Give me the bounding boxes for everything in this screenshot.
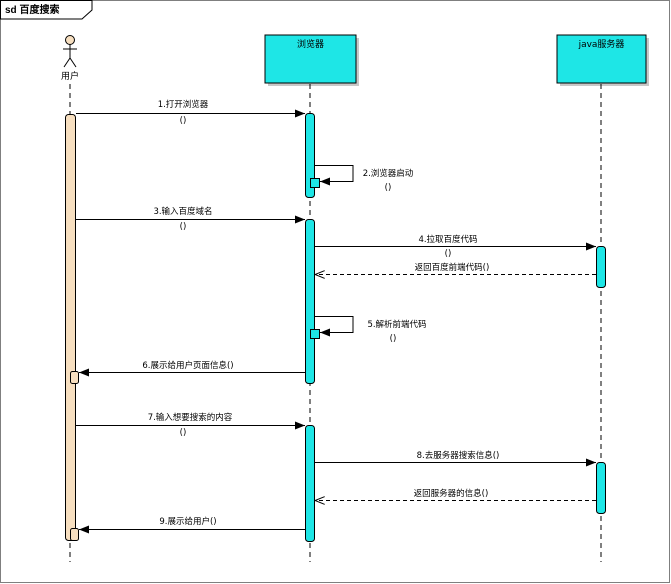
message-7-label: 7.输入想要搜索的内容 bbox=[148, 412, 233, 423]
object-browser[interactable]: 浏览器 bbox=[264, 34, 359, 86]
message-1[interactable]: 1.打开浏览器 () bbox=[76, 99, 305, 126]
message-5[interactable]: 5.解析前端代码 () bbox=[315, 316, 427, 345]
message-1-args: () bbox=[180, 116, 187, 126]
message-return-1-label: 返回百度前端代码() bbox=[415, 262, 490, 273]
object-browser-box bbox=[264, 34, 357, 84]
frame-title: sd 百度搜索 bbox=[5, 3, 59, 16]
activation-user-return-2 bbox=[70, 528, 79, 541]
actor-name: 用户 bbox=[61, 70, 79, 82]
message-8-label: 8.去服务器搜索信息() bbox=[417, 450, 500, 461]
object-browser-name: 浏览器 bbox=[297, 38, 324, 50]
actor-right-leg-icon bbox=[69, 57, 77, 68]
message-3-args: () bbox=[180, 222, 187, 232]
activation-browser-2 bbox=[305, 219, 315, 384]
activation-user-return-1 bbox=[70, 371, 79, 384]
activation-server-2 bbox=[596, 462, 606, 514]
message-9[interactable]: 9.展示给用户() bbox=[79, 516, 305, 534]
message-2-arrow bbox=[315, 165, 354, 186]
activation-browser-3 bbox=[305, 425, 315, 542]
message-3[interactable]: 3.输入百度域名 () bbox=[76, 206, 305, 232]
message-8[interactable]: 8.去服务器搜索信息() bbox=[315, 450, 596, 467]
actor-left-leg-icon bbox=[63, 57, 71, 68]
actor-head-icon bbox=[65, 35, 75, 45]
activation-user bbox=[65, 114, 76, 541]
message-3-label: 3.输入百度域名 bbox=[153, 206, 212, 217]
message-return-1[interactable]: 返回百度前端代码() bbox=[315, 262, 596, 275]
object-server-name: java服务器 bbox=[578, 38, 625, 50]
message-2-args: () bbox=[385, 183, 392, 193]
message-4[interactable]: 4.拉取百度代码 () bbox=[315, 234, 596, 259]
message-4-args: () bbox=[445, 249, 452, 259]
frame-tab bbox=[0, 0, 93, 20]
message-5-args: () bbox=[390, 334, 397, 344]
message-4-label: 4.拉取百度代码 bbox=[418, 234, 477, 245]
message-2[interactable]: 2.浏览器启动 () bbox=[315, 165, 414, 194]
activation-browser-1 bbox=[305, 113, 315, 198]
activation-server-1 bbox=[596, 246, 606, 288]
message-5-label: 5.解析前端代码 bbox=[367, 319, 426, 330]
message-9-label: 9.展示给用户() bbox=[159, 516, 216, 527]
activation-browser-self-1 bbox=[310, 178, 320, 188]
message-6-label: 6.展示给用户页面信息() bbox=[142, 360, 233, 371]
message-6[interactable]: 6.展示给用户页面信息() bbox=[79, 360, 305, 377]
object-server[interactable]: java服务器 bbox=[556, 34, 649, 86]
message-2-label: 2.浏览器启动 bbox=[363, 168, 414, 179]
message-7-args: () bbox=[180, 428, 187, 438]
object-server-box bbox=[556, 34, 647, 84]
message-1-label: 1.打开浏览器 bbox=[158, 99, 209, 110]
message-5-arrow bbox=[315, 316, 354, 337]
actor-user[interactable]: 用户 bbox=[61, 35, 79, 83]
activation-browser-self-2 bbox=[310, 329, 320, 339]
message-return-2[interactable]: 返回服务器的信息() bbox=[315, 488, 596, 501]
message-return-2-label: 返回服务器的信息() bbox=[414, 488, 489, 499]
message-7[interactable]: 7.输入想要搜索的内容 () bbox=[76, 412, 305, 438]
